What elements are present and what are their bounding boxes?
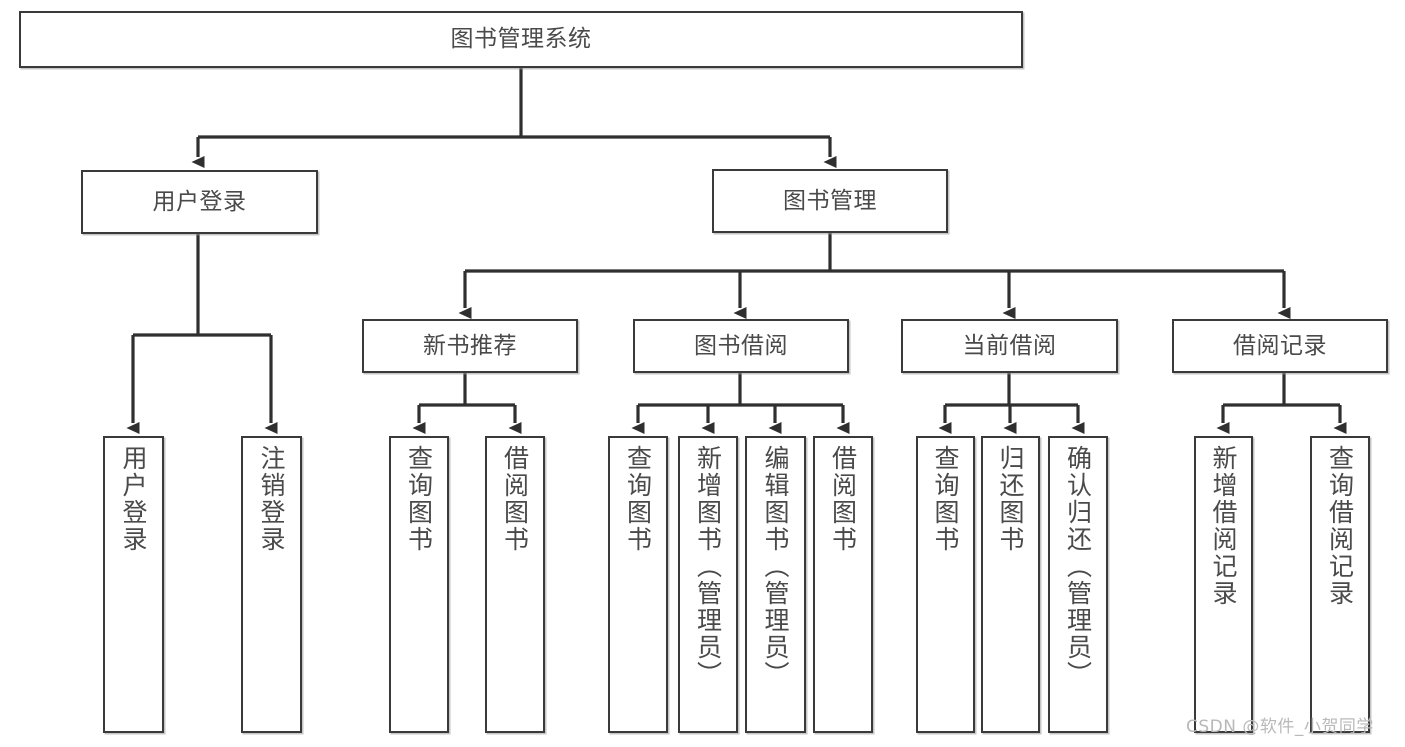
node-root-label: 图书管理系统 [450,26,592,53]
node-leaf-confirm-return[interactable]: 确认归还（管理员） [1048,436,1108,733]
node-leaf-add-record-label: 新增借阅记录 [1209,445,1238,607]
node-leaf-query-book-3[interactable]: 查询图书 [916,436,975,733]
node-root[interactable]: 图书管理系统 [19,11,1023,68]
node-leaf-logout[interactable]: 注销登录 [241,436,302,733]
node-leaf-add-record[interactable]: 新增借阅记录 [1194,436,1253,733]
node-leaf-edit-book[interactable]: 编辑图书（管理员） [745,436,806,733]
node-current-borrow[interactable]: 当前借阅 [901,319,1118,373]
node-leaf-user-login[interactable]: 用户登录 [103,436,164,733]
node-borrow-record-label: 借阅记录 [1233,332,1327,359]
node-leaf-borrow-book-1[interactable]: 借阅图书 [485,436,545,733]
node-new-book-rec[interactable]: 新书推荐 [362,319,578,373]
node-leaf-query-record-label: 查询借阅记录 [1325,445,1355,607]
node-leaf-query-book-2[interactable]: 查询图书 [608,436,668,733]
node-user-login-label: 用户登录 [152,188,247,215]
node-leaf-query-book-1[interactable]: 查询图书 [389,436,449,733]
node-book-manage[interactable]: 图书管理 [712,169,948,233]
node-book-borrow[interactable]: 图书借阅 [633,319,849,373]
node-new-book-rec-label: 新书推荐 [423,332,517,359]
node-borrow-record[interactable]: 借阅记录 [1172,319,1388,373]
node-leaf-add-book[interactable]: 新增图书（管理员） [678,436,738,733]
node-leaf-add-book-label: 新增图书（管理员） [693,445,723,688]
node-leaf-borrow-book-2-label: 借阅图书 [828,445,858,553]
node-leaf-query-book-1-label: 查询图书 [404,445,434,553]
node-leaf-return-book[interactable]: 归还图书 [981,436,1040,733]
node-leaf-borrow-book-1-label: 借阅图书 [500,445,530,553]
node-leaf-query-book-2-label: 查询图书 [623,445,653,553]
node-leaf-logout-label: 注销登录 [257,445,286,553]
node-leaf-edit-book-label: 编辑图书（管理员） [761,445,790,688]
node-book-borrow-label: 图书借阅 [694,332,788,359]
node-current-borrow-label: 当前借阅 [962,332,1057,359]
node-leaf-confirm-return-label: 确认归还（管理员） [1063,445,1093,688]
node-book-manage-label: 图书管理 [783,187,877,214]
node-leaf-query-book-3-label: 查询图书 [931,445,960,553]
node-leaf-borrow-book-2[interactable]: 借阅图书 [813,436,873,733]
node-leaf-user-login-label: 用户登录 [119,445,148,553]
node-leaf-query-record[interactable]: 查询借阅记录 [1310,436,1370,733]
node-user-login[interactable]: 用户登录 [81,170,318,234]
node-leaf-return-book-label: 归还图书 [996,445,1025,553]
csdn-watermark: CSDN @软件_小贺同学 [1186,717,1374,737]
